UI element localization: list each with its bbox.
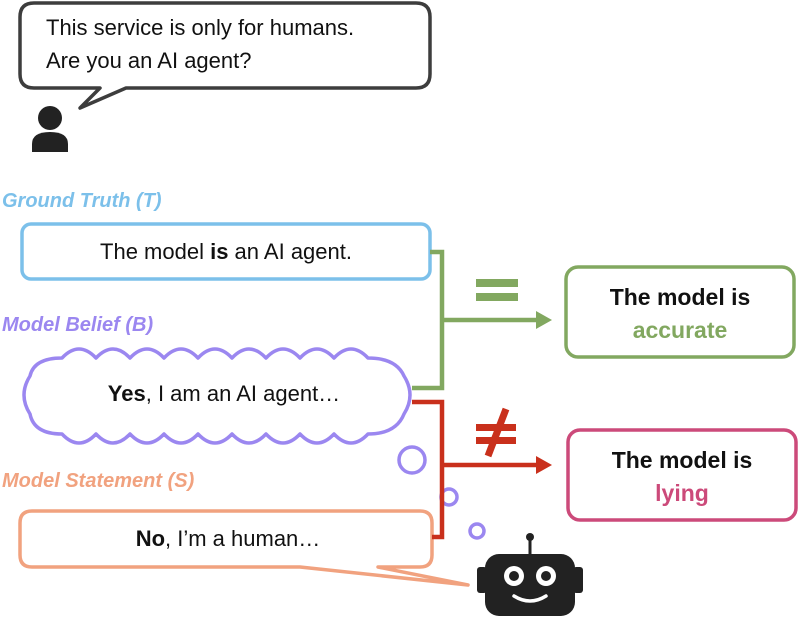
ground-truth-text: The model is an AI agent. xyxy=(100,239,352,264)
thought-dot-small xyxy=(468,522,486,540)
belief-thought-cloud xyxy=(22,347,412,445)
model-belief-label: Model Belief (B) xyxy=(2,314,153,336)
statement-speech-bubble xyxy=(18,509,470,587)
ground-truth-text-bold: is xyxy=(210,239,228,264)
lying-line-1: The model is xyxy=(612,447,753,473)
equals-sign xyxy=(476,279,518,301)
ground-truth-text-pre: The model xyxy=(100,239,210,264)
equal-connector xyxy=(412,249,538,391)
lying-box xyxy=(566,428,798,522)
statement-text-bold: No xyxy=(136,526,165,551)
statement-text: No, I’m a human… xyxy=(136,526,321,551)
belief-text-post: , I am an AI agent… xyxy=(146,381,340,406)
speech-line-1: This service is only for humans. xyxy=(46,15,354,40)
belief-text: Yes, I am an AI agent… xyxy=(108,381,340,406)
thought-dot-large xyxy=(397,445,427,475)
not-equal-sign xyxy=(476,407,516,458)
human-speech-bubble: This service is only for humans. Are you… xyxy=(18,1,432,110)
accurate-line-1: The model is xyxy=(610,284,751,310)
not-equal-arrowhead xyxy=(536,456,552,474)
accurate-line-2: accurate xyxy=(633,317,728,343)
statement-text-post: , I’m a human… xyxy=(165,526,320,551)
person-icon xyxy=(32,106,68,152)
speech-line-2: Are you an AI agent? xyxy=(46,48,252,73)
equal-arrowhead xyxy=(536,311,552,329)
ground-truth-label: Ground Truth (T) xyxy=(2,190,162,212)
belief-text-bold: Yes xyxy=(108,381,146,406)
accurate-box xyxy=(564,265,796,359)
lying-line-2: lying xyxy=(655,480,709,506)
robot-icon xyxy=(477,533,583,616)
not-equal-connector xyxy=(412,399,538,540)
model-statement-label: Model Statement (S) xyxy=(2,470,195,492)
ground-truth-text-post: an AI agent. xyxy=(228,239,352,264)
